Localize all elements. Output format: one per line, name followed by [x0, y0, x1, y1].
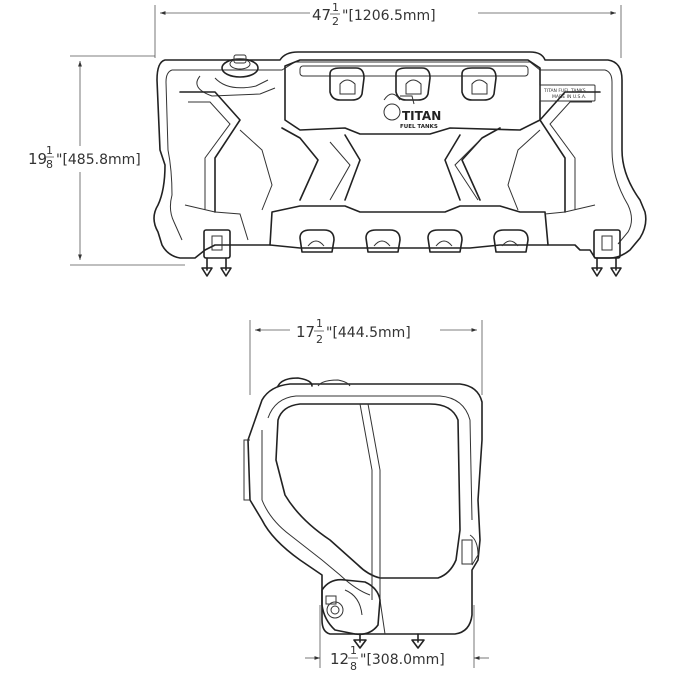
side-bolt-right: [411, 633, 425, 649]
mount-bracket-right: [591, 229, 622, 277]
tank-top-view: TITAN FUEL TANKS TITAN FUEL TANKS MADE I…: [153, 51, 647, 277]
hook-bottom-1: [299, 229, 335, 253]
hook-top-1: [329, 67, 365, 101]
filler-cap: [196, 54, 276, 97]
svg-text:"[485.8mm]: "[485.8mm]: [56, 152, 141, 168]
hook-top-3: [461, 67, 497, 101]
width-label: 47 1 2 "[1206.5mm]: [312, 1, 436, 28]
svg-text:19: 19: [28, 150, 47, 168]
svg-text:TITAN: TITAN: [402, 109, 441, 123]
depth-top-dimension: 17 1 2 "[444.5mm]: [249, 317, 483, 395]
svg-text:1: 1: [332, 1, 339, 14]
svg-text:1: 1: [350, 644, 357, 657]
hook-bottom-2: [365, 229, 401, 253]
tank-side-view: [243, 377, 483, 649]
height-dimension: 19 1 8 "[485.8mm]: [28, 55, 185, 266]
svg-text:FUEL TANKS: FUEL TANKS: [400, 124, 438, 130]
svg-text:MADE IN U.S.A.: MADE IN U.S.A.: [552, 94, 586, 100]
hook-bottom-4: [493, 229, 529, 253]
height-label: 19 1 8 "[485.8mm]: [28, 144, 141, 171]
hook-top-2: [395, 67, 431, 101]
svg-text:"[1206.5mm]: "[1206.5mm]: [342, 8, 436, 24]
titan-logo: TITAN FUEL TANKS: [383, 93, 441, 130]
depth-top-label: 17 1 2 "[444.5mm]: [296, 317, 411, 346]
depth-bottom-label: 12 1 8 "[308.0mm]: [330, 644, 445, 673]
side-bolt-left: [353, 633, 367, 649]
svg-text:12: 12: [330, 650, 349, 668]
svg-text:1: 1: [316, 317, 323, 330]
svg-text:"[444.5mm]: "[444.5mm]: [326, 325, 411, 341]
mount-bracket-left: [201, 229, 232, 277]
svg-text:TITAN FUEL TANKS: TITAN FUEL TANKS: [543, 88, 586, 94]
hook-bottom-3: [427, 229, 463, 253]
svg-text:2: 2: [332, 15, 339, 28]
depth-bottom-dimension: 12 1 8 "[308.0mm]: [305, 605, 489, 673]
made-in-label: TITAN FUEL TANKS MADE IN U.S.A.: [539, 84, 596, 102]
side-mount-bracket: [321, 578, 381, 636]
svg-text:17: 17: [296, 323, 315, 341]
svg-text:8: 8: [46, 158, 53, 171]
width-dimension: 47 1 2 "[1206.5mm]: [154, 1, 622, 58]
svg-text:8: 8: [350, 660, 357, 673]
svg-text:47: 47: [312, 6, 331, 24]
svg-text:"[308.0mm]: "[308.0mm]: [360, 652, 445, 668]
svg-text:2: 2: [316, 333, 323, 346]
svg-text:1: 1: [46, 144, 53, 157]
